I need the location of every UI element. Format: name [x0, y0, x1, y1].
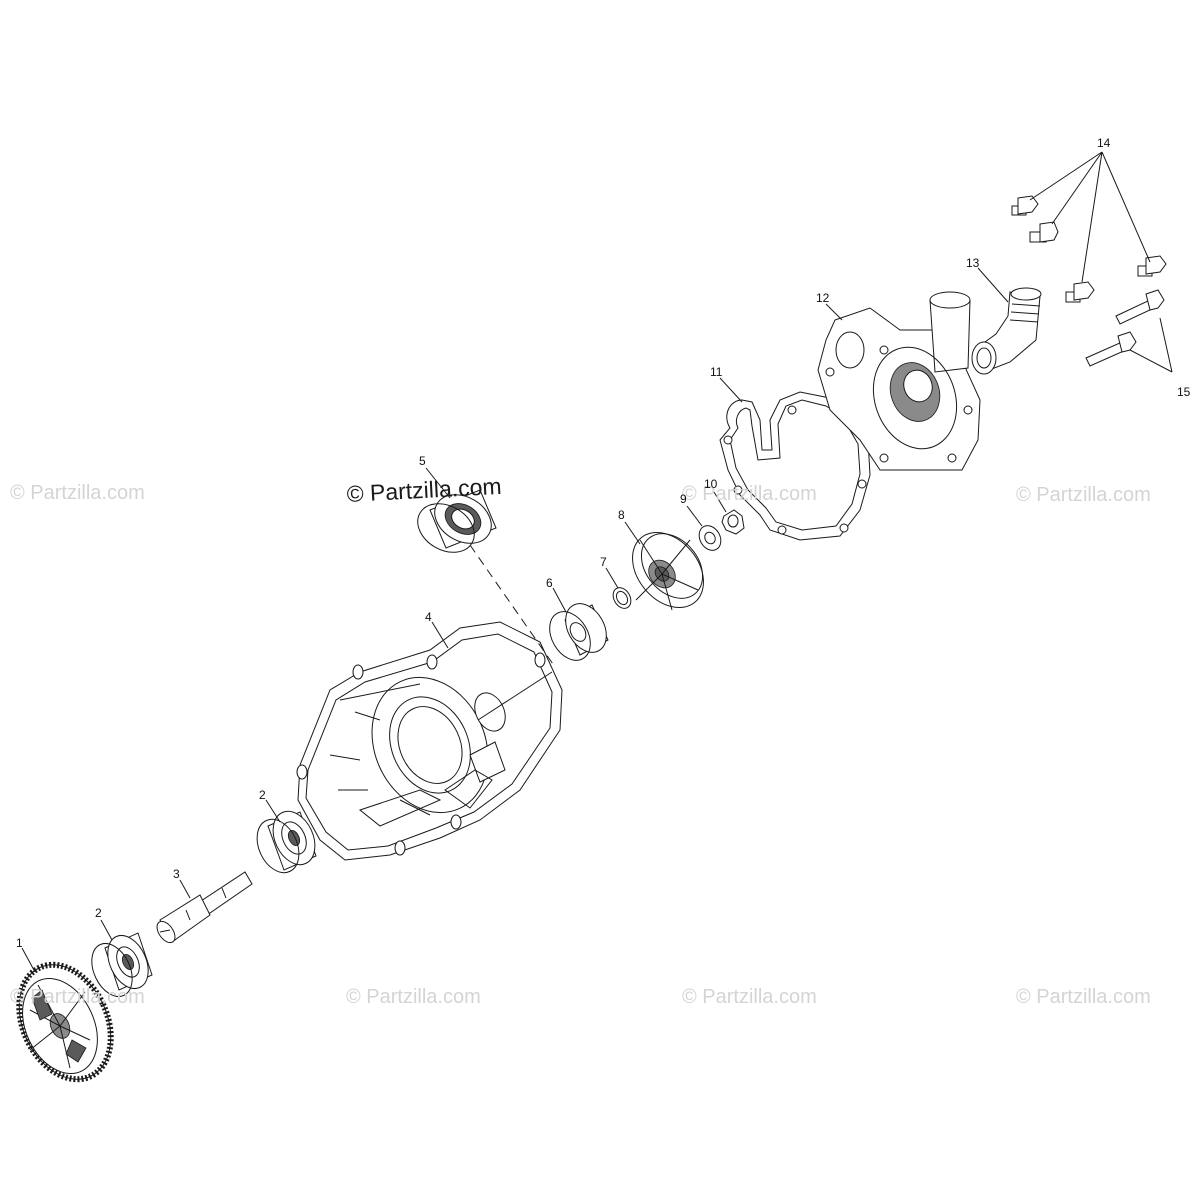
callout-7: 7	[600, 555, 607, 569]
callout-4: 4	[425, 610, 432, 624]
callout-12: 12	[816, 291, 830, 305]
callout-3: 3	[173, 867, 180, 881]
watermark: © Partzilla.com	[682, 483, 817, 505]
callout-1: 1	[16, 936, 23, 950]
callout-5: 5	[419, 454, 426, 468]
part-15-bolts	[1085, 289, 1173, 373]
part-7-washer	[612, 587, 632, 609]
callout-6: 6	[546, 576, 553, 590]
bolt-14-c	[1065, 281, 1095, 303]
watermark: © Partzilla.com	[682, 986, 817, 1008]
callout-2-lower: 2	[95, 906, 102, 920]
bolt-14-d	[1137, 255, 1167, 277]
assembly-line-housing	[477, 671, 553, 721]
assembly-line-5	[469, 544, 556, 668]
part-5-seal	[417, 489, 497, 553]
watermark: © Partzilla.com	[1016, 484, 1151, 506]
part-1-gear	[16, 961, 114, 1083]
part-11-gasket	[719, 391, 871, 541]
watermark: © Partzilla.com	[346, 986, 481, 1008]
bolt-14-a	[1011, 195, 1039, 216]
part-10-nut	[721, 509, 745, 535]
callout-11: 11	[710, 365, 723, 379]
part-12-pump-cover	[817, 291, 981, 471]
bolt-14-b	[1029, 221, 1059, 243]
bolt-15-b	[1085, 331, 1137, 367]
callout-2-upper: 2	[259, 788, 266, 802]
part-14-bolts	[1011, 151, 1167, 303]
part-3-shaft	[156, 871, 253, 944]
callout-10: 10	[704, 477, 718, 491]
part-6-spacer	[549, 603, 609, 661]
callout-8: 8	[618, 508, 625, 522]
part-2-bearing-lower	[91, 932, 153, 997]
watermark: © Partzilla.com	[10, 986, 145, 1008]
callout-13: 13	[966, 256, 980, 270]
callout-9: 9	[680, 492, 687, 506]
part-2-bearing-upper	[256, 810, 317, 874]
callout-14: 14	[1097, 136, 1111, 150]
part-4-housing	[296, 621, 563, 861]
watermark: © Partzilla.com	[10, 482, 145, 504]
callout-15: 15	[1177, 385, 1191, 399]
bolt-15-a	[1115, 289, 1165, 325]
part-9-washer	[698, 525, 722, 551]
watermark: © Partzilla.com	[1016, 986, 1151, 1008]
leader-lines	[21, 267, 1009, 973]
part-13-elbow-fitting	[971, 287, 1042, 375]
part-8-impeller	[632, 531, 704, 611]
